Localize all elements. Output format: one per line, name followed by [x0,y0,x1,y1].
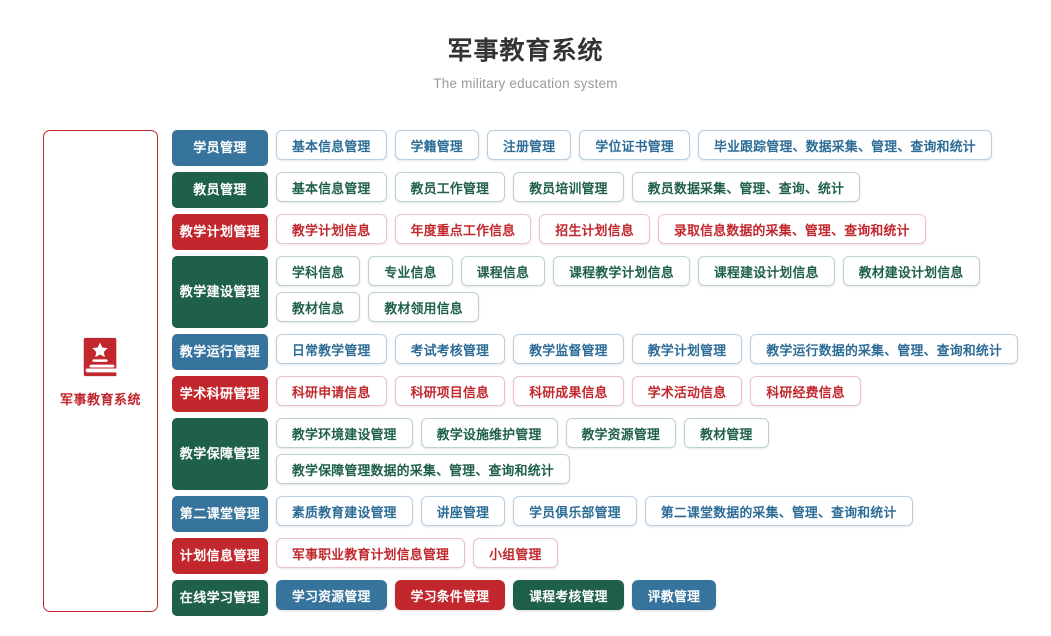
module-row-items: 素质教育建设管理讲座管理学员俱乐部管理第二课堂数据的采集、管理、查询和统计 [276,496,1051,532]
module-item-button[interactable]: 教学资源管理 [565,418,677,448]
module-row-label[interactable]: 学员管理 [172,130,268,166]
module-item-button[interactable]: 日常教学管理 [276,334,387,364]
module-item-button[interactable]: 教材建设计划信息 [842,256,980,286]
module-item-button[interactable]: 科研项目信息 [394,376,506,406]
module-item-button[interactable]: 学籍管理 [394,130,479,160]
sidebar-brand-card[interactable]: 军事教育系统 [43,130,158,612]
module-item-button[interactable]: 科研申请信息 [276,376,387,406]
module-item-button[interactable]: 学员俱乐部管理 [513,496,637,526]
page-subtitle: The military education system [433,76,618,92]
module-item-button[interactable]: 教材管理 [684,418,769,448]
module-row: 教学计划管理教学计划信息年度重点工作信息招生计划信息录取信息数据的采集、管理、查… [172,214,1051,250]
module-item-button[interactable]: 学习资源管理 [276,580,387,610]
module-item-button[interactable]: 教员工作管理 [394,172,506,202]
module-item-button[interactable]: 毕业跟踪管理、数据采集、管理、查询和统计 [697,130,992,160]
module-row-label[interactable]: 计划信息管理 [172,538,268,574]
module-row-items: 科研申请信息科研项目信息科研成果信息学术活动信息科研经费信息 [276,376,1051,412]
module-item-button[interactable]: 课程信息 [460,256,546,286]
module-rows: 学员管理基本信息管理学籍管理注册管理学位证书管理毕业跟踪管理、数据采集、管理、查… [172,130,1051,622]
module-row-items: 日常教学管理考试考核管理教学监督管理教学计划管理教学运行数据的采集、管理、查询和… [276,334,1051,370]
module-item-button[interactable]: 素质教育建设管理 [276,496,413,526]
module-row-items: 教学环境建设管理教学设施维护管理教学资源管理教材管理教学保障管理数据的采集、管理… [276,418,1051,490]
body-area: 军事教育系统 学员管理基本信息管理学籍管理注册管理学位证书管理毕业跟踪管理、数据… [0,130,1051,622]
book-star-icon [78,334,124,380]
module-item-button[interactable]: 科研成果信息 [513,376,624,406]
module-item-button[interactable]: 录取信息数据的采集、管理、查询和统计 [657,214,926,244]
module-row-items: 军事职业教育计划信息管理小组管理 [276,538,1051,574]
module-item-button[interactable]: 教学监督管理 [513,334,624,364]
module-row-label[interactable]: 教学建设管理 [172,256,268,328]
page-title: 军事教育系统 [447,37,604,65]
module-row-label[interactable]: 第二课堂管理 [172,496,268,532]
module-row: 学员管理基本信息管理学籍管理注册管理学位证书管理毕业跟踪管理、数据采集、管理、查… [172,130,1051,166]
module-row-label[interactable]: 教学保障管理 [172,418,268,490]
module-item-button[interactable]: 教材领用信息 [368,292,479,322]
module-row: 第二课堂管理素质教育建设管理讲座管理学员俱乐部管理第二课堂数据的采集、管理、查询… [172,496,1051,532]
module-item-button[interactable]: 小组管理 [473,538,558,568]
module-row-items: 基本信息管理教员工作管理教员培训管理教员数据采集、管理、查询、统计 [276,172,1051,208]
module-row: 教学保障管理教学环境建设管理教学设施维护管理教学资源管理教材管理教学保障管理数据… [172,418,1051,490]
module-item-button[interactable]: 评教管理 [631,580,717,610]
module-item-button[interactable]: 教员培训管理 [513,172,624,202]
module-item-button[interactable]: 学习条件管理 [394,580,506,610]
module-row-label[interactable]: 在线学习管理 [172,580,268,616]
module-item-button[interactable]: 教学计划管理 [631,334,743,364]
page-header: 军事教育系统 The military education system [0,0,1051,91]
module-row: 教学建设管理学科信息专业信息课程信息课程教学计划信息课程建设计划信息教材建设计划… [172,256,1051,328]
module-row: 学术科研管理科研申请信息科研项目信息科研成果信息学术活动信息科研经费信息 [172,376,1051,412]
module-item-button[interactable]: 课程考核管理 [513,580,624,610]
module-item-button[interactable]: 考试考核管理 [394,334,506,364]
module-item-button[interactable]: 学术活动信息 [631,376,743,406]
module-item-button[interactable]: 注册管理 [486,130,572,160]
module-row: 计划信息管理军事职业教育计划信息管理小组管理 [172,538,1051,574]
module-item-button[interactable]: 基本信息管理 [276,172,387,202]
module-item-button[interactable]: 课程建设计划信息 [697,256,835,286]
module-row-items: 基本信息管理学籍管理注册管理学位证书管理毕业跟踪管理、数据采集、管理、查询和统计 [276,130,1051,166]
module-item-button[interactable]: 年度重点工作信息 [394,214,532,244]
module-item-button[interactable]: 基本信息管理 [276,130,387,160]
module-row-label[interactable]: 教员管理 [172,172,268,208]
module-row-items: 教学计划信息年度重点工作信息招生计划信息录取信息数据的采集、管理、查询和统计 [276,214,1051,250]
module-item-button[interactable]: 学位证书管理 [579,130,690,160]
module-row: 在线学习管理学习资源管理学习条件管理课程考核管理评教管理 [172,580,1051,616]
module-row-label[interactable]: 教学计划管理 [172,214,268,250]
module-item-button[interactable]: 军事职业教育计划信息管理 [276,538,466,568]
module-item-button[interactable]: 教学环境建设管理 [276,418,413,448]
module-item-button[interactable]: 学科信息 [276,256,361,286]
module-item-button[interactable]: 讲座管理 [420,496,506,526]
module-item-button[interactable]: 专业信息 [368,256,453,286]
module-row-label[interactable]: 教学运行管理 [172,334,268,370]
module-item-button[interactable]: 教学运行数据的采集、管理、查询和统计 [750,334,1019,364]
module-row-label[interactable]: 学术科研管理 [172,376,268,412]
module-row: 教学运行管理日常教学管理考试考核管理教学监督管理教学计划管理教学运行数据的采集、… [172,334,1051,370]
module-row-items: 学科信息专业信息课程信息课程教学计划信息课程建设计划信息教材建设计划信息教材信息… [276,256,1051,328]
sidebar-brand-label: 军事教育系统 [59,392,141,407]
module-item-button[interactable]: 教学保障管理数据的采集、管理、查询和统计 [276,454,570,484]
module-item-button[interactable]: 教学设施维护管理 [420,418,558,448]
module-item-button[interactable]: 科研经费信息 [750,376,861,406]
module-row-items: 学习资源管理学习条件管理课程考核管理评教管理 [276,580,1051,616]
module-item-button[interactable]: 课程教学计划信息 [553,256,690,286]
module-item-button[interactable]: 教学计划信息 [276,214,387,244]
module-row: 教员管理基本信息管理教员工作管理教员培训管理教员数据采集、管理、查询、统计 [172,172,1051,208]
module-item-button[interactable]: 教材信息 [276,292,361,322]
module-item-button[interactable]: 第二课堂数据的采集、管理、查询和统计 [644,496,913,526]
module-item-button[interactable]: 教员数据采集、管理、查询、统计 [631,172,861,202]
module-item-button[interactable]: 招生计划信息 [539,214,650,244]
